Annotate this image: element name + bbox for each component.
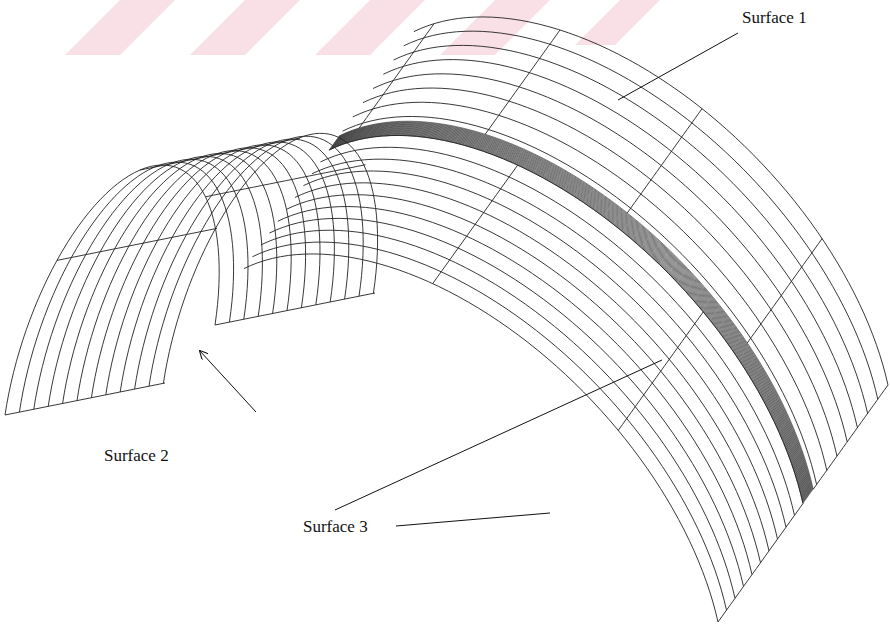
wire-curve	[353, 102, 827, 470]
wire-curve	[91, 148, 305, 398]
wire-curve	[331, 132, 805, 500]
wire-curve	[337, 124, 811, 492]
wire-curve	[485, 30, 560, 134]
wire-curve	[120, 142, 334, 392]
wire-curve	[333, 130, 807, 498]
watermark-stripe	[65, 0, 175, 55]
wire-curve	[338, 123, 812, 491]
wire-curve	[335, 126, 809, 494]
wire-curve	[334, 129, 808, 497]
wire-curve	[48, 156, 262, 406]
wire-curve	[335, 127, 809, 495]
wire-curve	[77, 151, 291, 401]
leader-line	[335, 360, 662, 510]
wire-curve	[718, 504, 803, 623]
wire-curve	[312, 159, 786, 527]
wire-curve	[163, 133, 377, 383]
wire-curve	[747, 239, 822, 343]
leader-arrow	[200, 351, 256, 412]
wire-curve	[140, 138, 300, 170]
wire-curve	[337, 124, 811, 492]
wire-curve	[286, 195, 760, 563]
wire-curve	[330, 134, 804, 502]
wire-curve	[303, 171, 777, 539]
watermark-stripe	[315, 0, 425, 55]
wire-curve	[244, 254, 718, 622]
wire-curve	[414, 17, 888, 385]
wire-curve	[34, 159, 248, 409]
surface-wireframe	[5, 17, 888, 622]
surface-label: Surface 2	[104, 446, 169, 466]
watermark-stripe	[440, 0, 550, 55]
leader-line	[396, 513, 550, 526]
leader-lines	[200, 33, 738, 526]
wire-curve	[63, 153, 277, 403]
watermark-stripes	[65, 0, 660, 55]
wire-curve	[383, 60, 857, 428]
wire-curve	[433, 165, 518, 284]
wire-curve	[5, 383, 165, 415]
watermark-stripe	[575, 0, 660, 45]
watermark-stripe	[190, 0, 300, 55]
wire-curve	[215, 293, 375, 325]
wire-curve	[19, 162, 233, 412]
wire-curve	[106, 145, 320, 395]
wire-curve	[618, 312, 703, 431]
wire-curve	[278, 207, 752, 575]
wire-curve	[329, 135, 803, 503]
wire-curve	[5, 165, 219, 415]
wire-curve	[338, 123, 812, 491]
wire-curve	[404, 31, 878, 399]
wire-curve	[627, 109, 702, 213]
wire-curve	[813, 385, 888, 489]
surface-label: Surface 3	[303, 517, 368, 537]
wire-curve	[329, 135, 803, 503]
wire-curve	[57, 228, 217, 260]
wire-curve	[205, 165, 365, 197]
wire-curve	[149, 136, 363, 386]
wire-curve	[295, 183, 769, 551]
wire-curve	[331, 133, 805, 501]
wire-curve	[339, 121, 813, 489]
wire-curve	[333, 130, 807, 498]
wire-curve	[269, 218, 743, 586]
wire-curve	[334, 128, 808, 496]
wire-curve	[334, 128, 808, 496]
leader-line	[618, 33, 738, 100]
wire-curve	[359, 24, 434, 128]
wire-curve	[343, 116, 817, 484]
surface-label: Surface 1	[742, 8, 807, 28]
wire-curve	[320, 147, 794, 515]
wire-curve	[329, 135, 803, 503]
wire-curve	[252, 242, 726, 610]
wire-curve	[135, 139, 349, 389]
